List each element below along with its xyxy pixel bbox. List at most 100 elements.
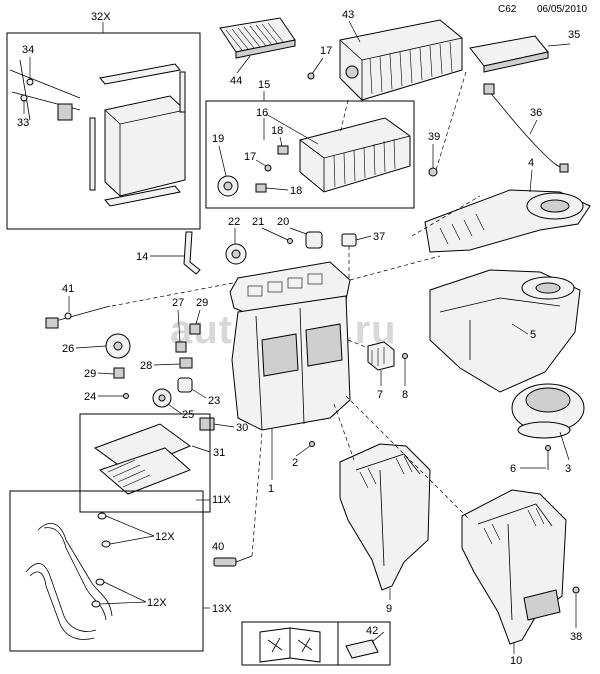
callout-1: 1	[268, 483, 274, 495]
screw-21	[287, 238, 293, 244]
screw-2	[309, 441, 315, 447]
callout-21: 21	[252, 216, 264, 228]
callout-39: 39	[428, 131, 440, 143]
oil-can-icon	[345, 631, 385, 659]
grommet-39	[428, 167, 438, 177]
callout-23: 23	[208, 395, 220, 407]
callout-3: 3	[565, 463, 571, 475]
callout-42: 42	[366, 625, 378, 637]
kit-box-32x	[6, 32, 201, 230]
connector-30	[199, 417, 215, 431]
diagram-date: 06/05/2010	[537, 4, 587, 15]
hvac-main-case	[229, 261, 351, 431]
sensor-37	[341, 233, 357, 247]
pollen-filter-35	[469, 35, 571, 73]
heater-core-kit	[79, 413, 211, 513]
screw-17a	[307, 72, 315, 80]
actuator-motor-20	[305, 231, 323, 249]
filter-frame-bottom	[104, 185, 181, 207]
callout-25: 25	[182, 409, 194, 421]
callout-10: 10	[510, 655, 522, 667]
callout-38: 38	[570, 631, 582, 643]
callout-5: 5	[530, 329, 536, 341]
filter-frame-left	[89, 117, 96, 191]
callout-9: 9	[386, 603, 392, 615]
callout-35: 35	[568, 29, 580, 41]
callout-18a: 18	[271, 125, 283, 137]
filter-frame-right	[179, 71, 186, 113]
blower-housing-cover	[424, 189, 591, 253]
filter-kit-group: 32X 34 33	[6, 11, 201, 230]
floor-duct-10	[461, 489, 567, 645]
diagram-code: C62	[498, 4, 517, 15]
callout-13x: 13X	[212, 603, 232, 615]
callout-6: 6	[510, 463, 516, 475]
service-manual-icon	[259, 627, 321, 663]
callout-12xb: 12X	[147, 597, 167, 609]
drain-valve-40	[213, 555, 253, 567]
callout-27: 27	[172, 297, 184, 309]
floor-duct-9	[339, 443, 431, 591]
callout-8: 8	[402, 389, 408, 401]
clip-18a	[277, 145, 289, 155]
actuator-kit-group: 15	[205, 79, 415, 209]
link-28	[179, 357, 193, 369]
callout-18b: 18	[290, 185, 302, 197]
assembly-guide-lines	[333, 71, 481, 521]
cabin-filter	[219, 17, 296, 59]
callout-17a: 17	[320, 45, 332, 57]
callout-44: 44	[230, 75, 242, 87]
nut-29a	[189, 323, 201, 335]
callout-4: 4	[528, 157, 534, 169]
temp-sensor-41	[45, 305, 111, 329]
callout-37: 37	[373, 231, 385, 243]
blower-motor-3	[511, 383, 585, 439]
callout-30: 30	[236, 422, 248, 434]
filter-frame-top	[99, 63, 181, 85]
callout-17b: 17	[244, 151, 256, 163]
callout-36: 36	[530, 107, 542, 119]
screw-8	[402, 353, 408, 359]
callout-41: 41	[62, 283, 74, 295]
screw-24	[123, 393, 129, 399]
callout-2: 2	[292, 457, 298, 469]
blower-resistor-7	[367, 341, 395, 371]
kit-box-11x	[79, 413, 211, 513]
callout-32x: 32X	[91, 11, 111, 23]
callout-31: 31	[213, 447, 225, 459]
blower-lower-case	[429, 269, 581, 393]
callout-11x: 11X	[212, 494, 231, 506]
clip-27	[175, 341, 187, 353]
sensor-wire-36	[483, 83, 569, 173]
kit-box-13x	[9, 490, 204, 652]
screw-6	[545, 445, 551, 451]
callout-16: 16	[256, 107, 268, 119]
callout-33: 33	[17, 117, 29, 129]
callout-7: 7	[377, 389, 383, 401]
evaporator-assembly	[339, 19, 463, 101]
filter-element	[104, 95, 186, 197]
callout-26: 26	[62, 343, 74, 355]
flap-lever-14	[183, 231, 201, 275]
screw-38	[572, 586, 580, 594]
actuator-motor-23	[177, 377, 193, 393]
clip-18b	[255, 183, 267, 193]
callout-29a: 29	[196, 297, 208, 309]
screw-17b	[264, 164, 272, 172]
callout-12xa: 12X	[155, 531, 175, 543]
callout-40: 40	[212, 541, 224, 553]
callout-22: 22	[228, 216, 240, 228]
callout-28: 28	[140, 360, 152, 372]
callout-19: 19	[212, 133, 224, 145]
callout-34: 34	[22, 44, 34, 56]
kit-box-15	[205, 100, 415, 209]
legend-box: 42	[241, 621, 391, 666]
callout-20: 20	[277, 216, 289, 228]
nut-29b	[113, 367, 125, 379]
callout-29b: 29	[84, 368, 96, 380]
callout-14: 14	[136, 251, 148, 263]
wire-clip	[57, 103, 73, 121]
heater-hose-kit	[9, 490, 204, 652]
callout-24: 24	[84, 391, 96, 403]
